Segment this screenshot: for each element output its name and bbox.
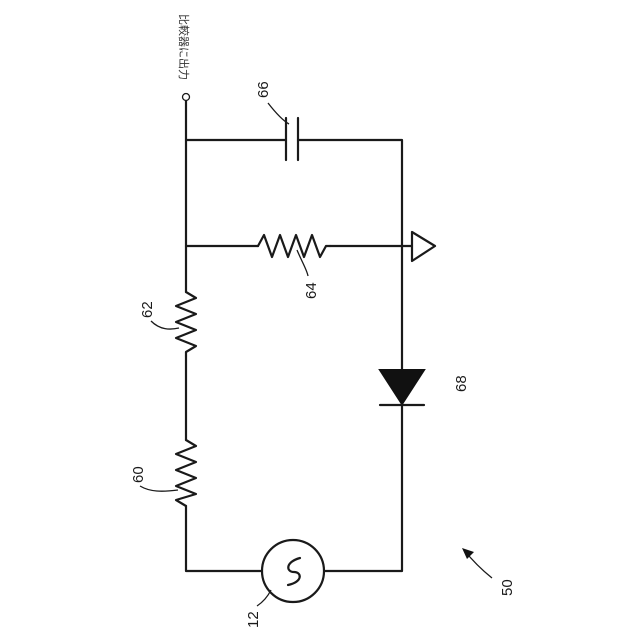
ref-60: 60 (130, 466, 147, 483)
right-wire-lower (325, 405, 402, 571)
resistor-62 (176, 292, 196, 356)
ground-symbol (412, 232, 435, 261)
resistor-64 (258, 235, 330, 257)
left-wire-bottom (186, 506, 262, 571)
resistor-60 (176, 440, 196, 506)
output-terminal (183, 94, 190, 101)
ref-66: 66 (255, 81, 272, 98)
leader-62 (151, 321, 179, 329)
capacitor-66 (286, 118, 298, 160)
ac-source-12 (262, 540, 324, 602)
output-label: 比較器に出力 (177, 14, 191, 80)
diode-68 (380, 370, 424, 405)
ref-68: 68 (453, 375, 470, 392)
ref-64: 64 (303, 282, 320, 299)
leader-12 (257, 590, 271, 606)
ref-50: 50 (499, 579, 516, 596)
ref-12: 12 (245, 611, 262, 628)
leader-60 (140, 486, 178, 491)
circuit-arrowhead (462, 548, 474, 559)
ref-62: 62 (139, 301, 156, 318)
capacitor-branch-wire (186, 140, 402, 246)
